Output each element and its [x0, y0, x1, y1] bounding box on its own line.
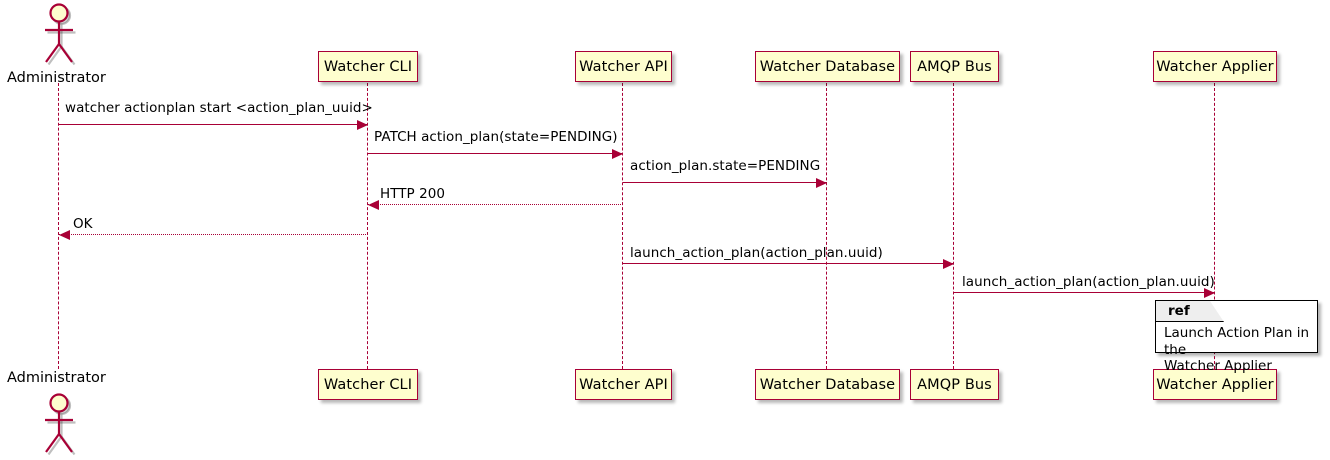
message-arrowhead-m3 — [816, 177, 827, 188]
message-label-m7: launch_action_plan(action_plan.uuid) — [962, 274, 1215, 290]
participant-box-watcher-database-top[interactable]: Watcher Database — [755, 51, 900, 82]
message-arrowhead-m4 — [368, 199, 379, 210]
message-label-m5: OK — [73, 216, 93, 232]
participant-box-watcher-database-bottom[interactable]: Watcher Database — [755, 369, 900, 400]
lifeline-amqp-bus — [953, 83, 955, 369]
message-arrowhead-m7 — [1204, 287, 1215, 298]
participant-box-amqp-bus-bottom[interactable]: AMQP Bus — [910, 369, 999, 400]
message-line-m1 — [59, 124, 368, 125]
message-label-m4: HTTP 200 — [380, 186, 446, 202]
message-arrowhead-m2 — [612, 148, 623, 159]
lifeline-watcher-applier — [1214, 83, 1216, 369]
message-label-m2: PATCH action_plan(state=PENDING) — [374, 129, 618, 145]
message-arrowhead-m5 — [59, 229, 70, 240]
lifeline-watcher-api — [622, 83, 624, 369]
participant-label-administrator-top: Administrator — [7, 70, 106, 86]
participant-box-watcher-api-top[interactable]: Watcher API — [575, 51, 672, 82]
message-line-m3 — [623, 182, 827, 183]
participant-box-watcher-applier-top[interactable]: Watcher Applier — [1153, 51, 1277, 82]
actor-figure-icon — [45, 3, 76, 66]
actor-administrator-top — [37, 2, 81, 70]
message-line-m2 — [368, 153, 623, 154]
lifeline-watcher-database — [826, 83, 828, 369]
message-line-m4 — [368, 204, 623, 205]
lifeline-watcher-cli — [367, 83, 369, 369]
actor-administrator-bottom — [37, 392, 81, 460]
message-arrowhead-m6 — [943, 258, 954, 269]
message-line-m7 — [954, 292, 1215, 293]
participant-box-watcher-cli-top[interactable]: Watcher CLI — [318, 51, 418, 82]
participant-box-watcher-api-bottom[interactable]: Watcher API — [575, 369, 672, 400]
participant-label-administrator-bottom: Administrator — [7, 370, 106, 386]
message-label-m6: launch_action_plan(action_plan.uuid) — [630, 245, 883, 261]
participant-box-watcher-applier-bottom[interactable]: Watcher Applier — [1153, 369, 1277, 400]
lifeline-administrator — [58, 83, 60, 369]
actor-figure-icon — [45, 393, 76, 456]
ref-fragment-text-line-2: Watcher Applier — [1164, 358, 1272, 374]
message-line-m6 — [623, 263, 954, 264]
participant-box-amqp-bus-top[interactable]: AMQP Bus — [910, 51, 999, 82]
ref-fragment-text-line-1: Launch Action Plan in the — [1164, 325, 1310, 358]
ref-fragment-keyword: ref — [1156, 301, 1224, 322]
participant-box-watcher-cli-bottom[interactable]: Watcher CLI — [318, 369, 418, 400]
message-label-m3: action_plan.state=PENDING — [630, 158, 821, 174]
message-label-m1: watcher actionplan start <action_plan_uu… — [65, 100, 373, 116]
message-arrowhead-m1 — [357, 119, 368, 130]
message-line-m5 — [59, 234, 368, 235]
